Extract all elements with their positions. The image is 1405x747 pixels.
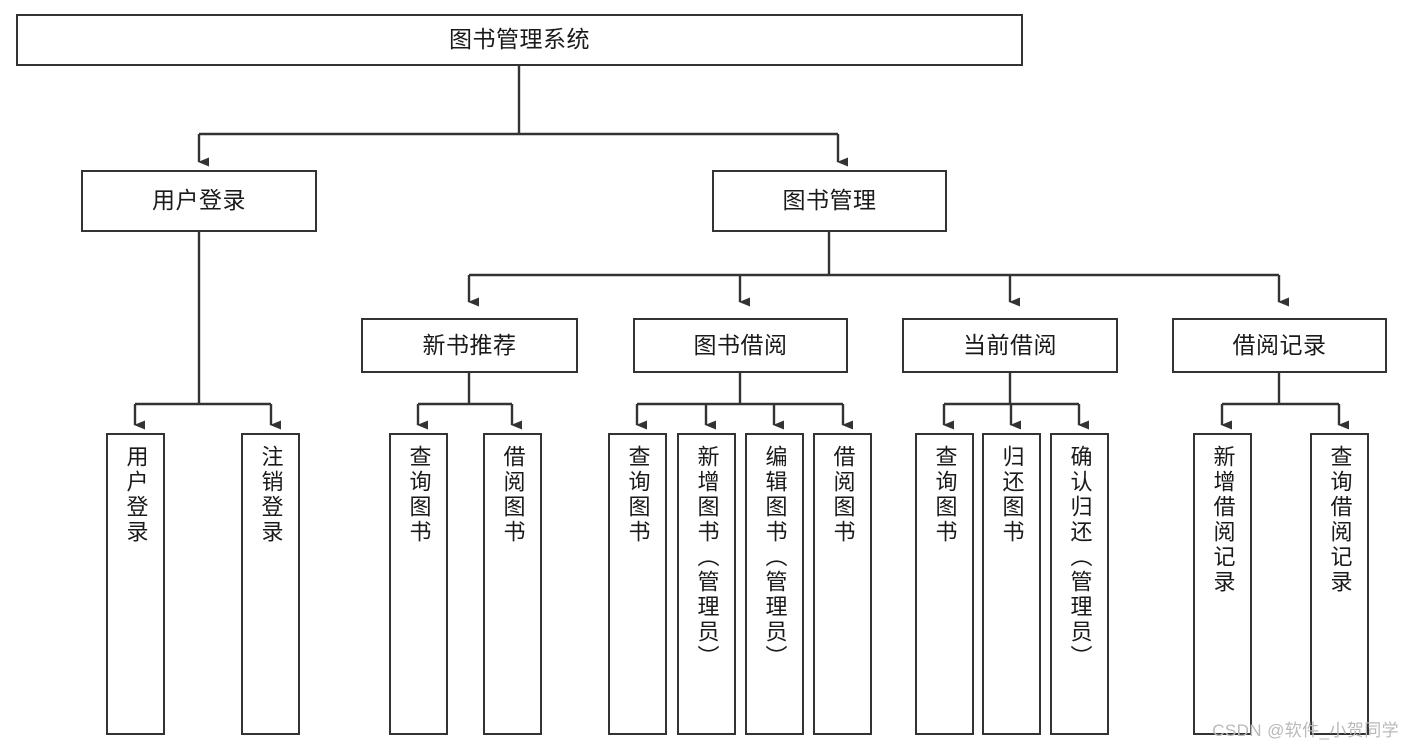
leaf-recommend-query-book[interactable]: 查询图书 bbox=[389, 433, 448, 735]
node-label: 图书管理系统 bbox=[449, 26, 590, 53]
node-book-borrow[interactable]: 图书借阅 bbox=[633, 318, 848, 373]
node-borrow-record[interactable]: 借阅记录 bbox=[1172, 318, 1387, 373]
leaf-record-query-borrow-record[interactable]: 查询借阅记录 bbox=[1310, 433, 1369, 735]
node-label: 新增图书（管理员） bbox=[694, 445, 720, 670]
node-label: 用户登录 bbox=[152, 187, 246, 214]
node-current-borrow[interactable]: 当前借阅 bbox=[902, 318, 1118, 373]
leaf-current-return-book[interactable]: 归还图书 bbox=[982, 433, 1041, 735]
leaf-borrow-query-book[interactable]: 查询图书 bbox=[608, 433, 667, 735]
node-label: 查询图书 bbox=[625, 445, 651, 545]
node-label: 借阅图书 bbox=[500, 445, 526, 545]
leaf-borrow-edit-book-admin[interactable]: 编辑图书（管理员） bbox=[745, 433, 804, 735]
leaf-record-add-borrow-record[interactable]: 新增借阅记录 bbox=[1193, 433, 1252, 735]
leaf-recommend-borrow-book[interactable]: 借阅图书 bbox=[483, 433, 542, 735]
leaf-logout-login[interactable]: 注销登录 bbox=[241, 433, 300, 735]
node-label: 注销登录 bbox=[258, 445, 284, 545]
node-label: 图书借阅 bbox=[693, 331, 788, 358]
leaf-user-login[interactable]: 用户登录 bbox=[106, 433, 165, 735]
node-label: 查询图书 bbox=[932, 445, 958, 545]
leaf-borrow-add-book-admin[interactable]: 新增图书（管理员） bbox=[677, 433, 736, 735]
node-label: 新书推荐 bbox=[422, 331, 517, 358]
node-root-system[interactable]: 图书管理系统 bbox=[16, 14, 1023, 66]
csdn-watermark: CSDN @软件_小贺同学 bbox=[1212, 721, 1399, 740]
node-label: 借阅记录 bbox=[1232, 331, 1327, 358]
node-label: 借阅图书 bbox=[830, 445, 856, 545]
node-book-management[interactable]: 图书管理 bbox=[712, 170, 947, 232]
node-label: 新增借阅记录 bbox=[1210, 445, 1236, 595]
node-label: 归还图书 bbox=[999, 445, 1025, 545]
node-label: 查询借阅记录 bbox=[1327, 445, 1353, 595]
node-label: 确认归还（管理员） bbox=[1067, 445, 1093, 670]
leaf-borrow-borrow-book[interactable]: 借阅图书 bbox=[813, 433, 872, 735]
node-label: 当前借阅 bbox=[963, 331, 1057, 358]
node-new-book-recommend[interactable]: 新书推荐 bbox=[361, 318, 578, 373]
node-label: 编辑图书（管理员） bbox=[762, 445, 788, 670]
leaf-current-query-book[interactable]: 查询图书 bbox=[915, 433, 974, 735]
node-user-login[interactable]: 用户登录 bbox=[81, 170, 317, 232]
node-label: 用户登录 bbox=[123, 445, 149, 545]
leaf-current-confirm-return-admin[interactable]: 确认归还（管理员） bbox=[1050, 433, 1109, 735]
node-label: 图书管理 bbox=[782, 187, 877, 214]
node-label: 查询图书 bbox=[406, 445, 432, 545]
